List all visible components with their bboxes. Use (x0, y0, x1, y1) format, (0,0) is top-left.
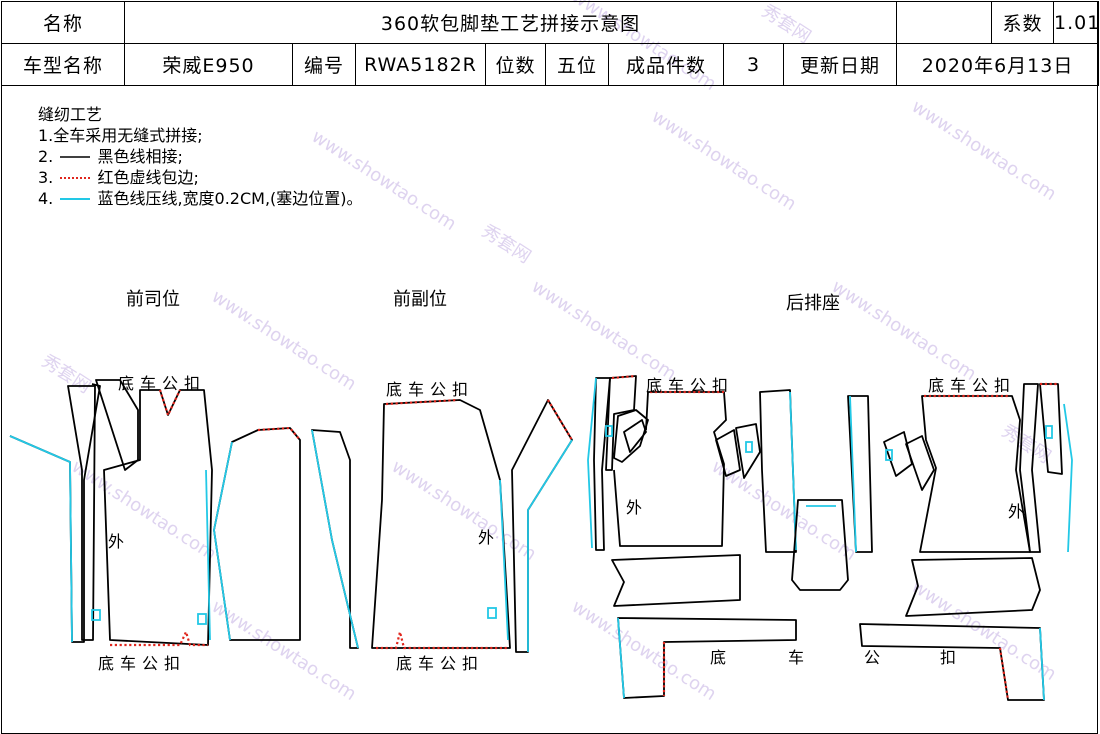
rear-base-label-4: 扣 (940, 648, 963, 667)
driver-bottom-buckle-label: 底车公扣 (98, 654, 187, 673)
notes-line-1: 1.全车采用无缝式拼接; (38, 126, 203, 145)
notes-line-4-text: 蓝色线压线,宽度0.2CM,(塞边位置)。 (97, 189, 363, 208)
sheet-title: 360软包脚垫工艺拼接示意图 (123, 1, 898, 44)
rear-left-outer-label: 外 (626, 498, 649, 517)
rear-base-label-2: 车 (788, 648, 811, 667)
passenger-top-buckle-label: 底车公扣 (386, 380, 475, 399)
driver-outer-label: 外 (108, 532, 131, 551)
driver-top-buckle-label: 底车公扣 (118, 374, 207, 393)
section-rear-label: 后排座 (786, 293, 840, 314)
model-value: 荣威E950 (124, 43, 293, 86)
sewing-notes: 缝纫工艺 1.全车采用无缝式拼接; 2. 黑色线相接; 3. 红色虚线包边; 4… (38, 104, 363, 209)
header-table: 名称 360软包脚垫工艺拼接示意图 系数 1.01 车型名称 荣威E950 编号… (1, 1, 1100, 86)
driver-mat (9, 379, 359, 649)
section-passenger-label: 前副位 (393, 289, 447, 310)
rear-base-label-1: 底 (710, 648, 733, 667)
notes-line-4: 4. 蓝色线压线,宽度0.2CM,(塞边位置)。 (38, 188, 363, 209)
passenger-bottom-buckle-label: 底车公扣 (396, 654, 485, 673)
pieces-label: 成品件数 (608, 43, 724, 86)
notes-line-3-prefix: 3. (38, 168, 54, 187)
notes-line-3-text: 红色虚线包边; (97, 168, 199, 187)
blue-line-legend-icon (60, 198, 91, 200)
black-line-legend-icon (60, 156, 91, 158)
passenger-mat (371, 398, 573, 653)
pieces-value: 3 (723, 43, 784, 86)
notes-line-2-prefix: 2. (38, 147, 54, 166)
date-value: 2020年6月13日 (896, 43, 1100, 86)
code-value: RWA5182R (355, 43, 486, 86)
notes-title: 缝纫工艺 (38, 105, 103, 124)
date-label: 更新日期 (782, 43, 898, 86)
coef-value: 1.01 (1053, 1, 1100, 44)
model-label: 车型名称 (1, 43, 125, 86)
passenger-outer-label: 外 (478, 528, 501, 547)
code-label: 编号 (292, 43, 356, 86)
notes-line-2: 2. 黑色线相接; (38, 146, 363, 167)
red-dashed-legend-icon (60, 177, 91, 179)
rear-mats (587, 374, 1073, 701)
notes-line-2-text: 黑色线相接; (97, 147, 183, 166)
notes-line-3: 3. 红色虚线包边; (38, 167, 363, 188)
rear-right-outer-label: 外 (1008, 502, 1031, 521)
seats-value: 五位 (545, 43, 609, 86)
rear-right-buckle-label: 底车公扣 (928, 376, 1017, 395)
rear-left-buckle-label: 底车公扣 (646, 376, 735, 395)
rear-base-label-3: 公 (864, 648, 887, 667)
seats-label: 位数 (485, 43, 546, 86)
section-driver-label: 前司位 (126, 289, 180, 310)
notes-line-4-prefix: 4. (38, 189, 54, 208)
